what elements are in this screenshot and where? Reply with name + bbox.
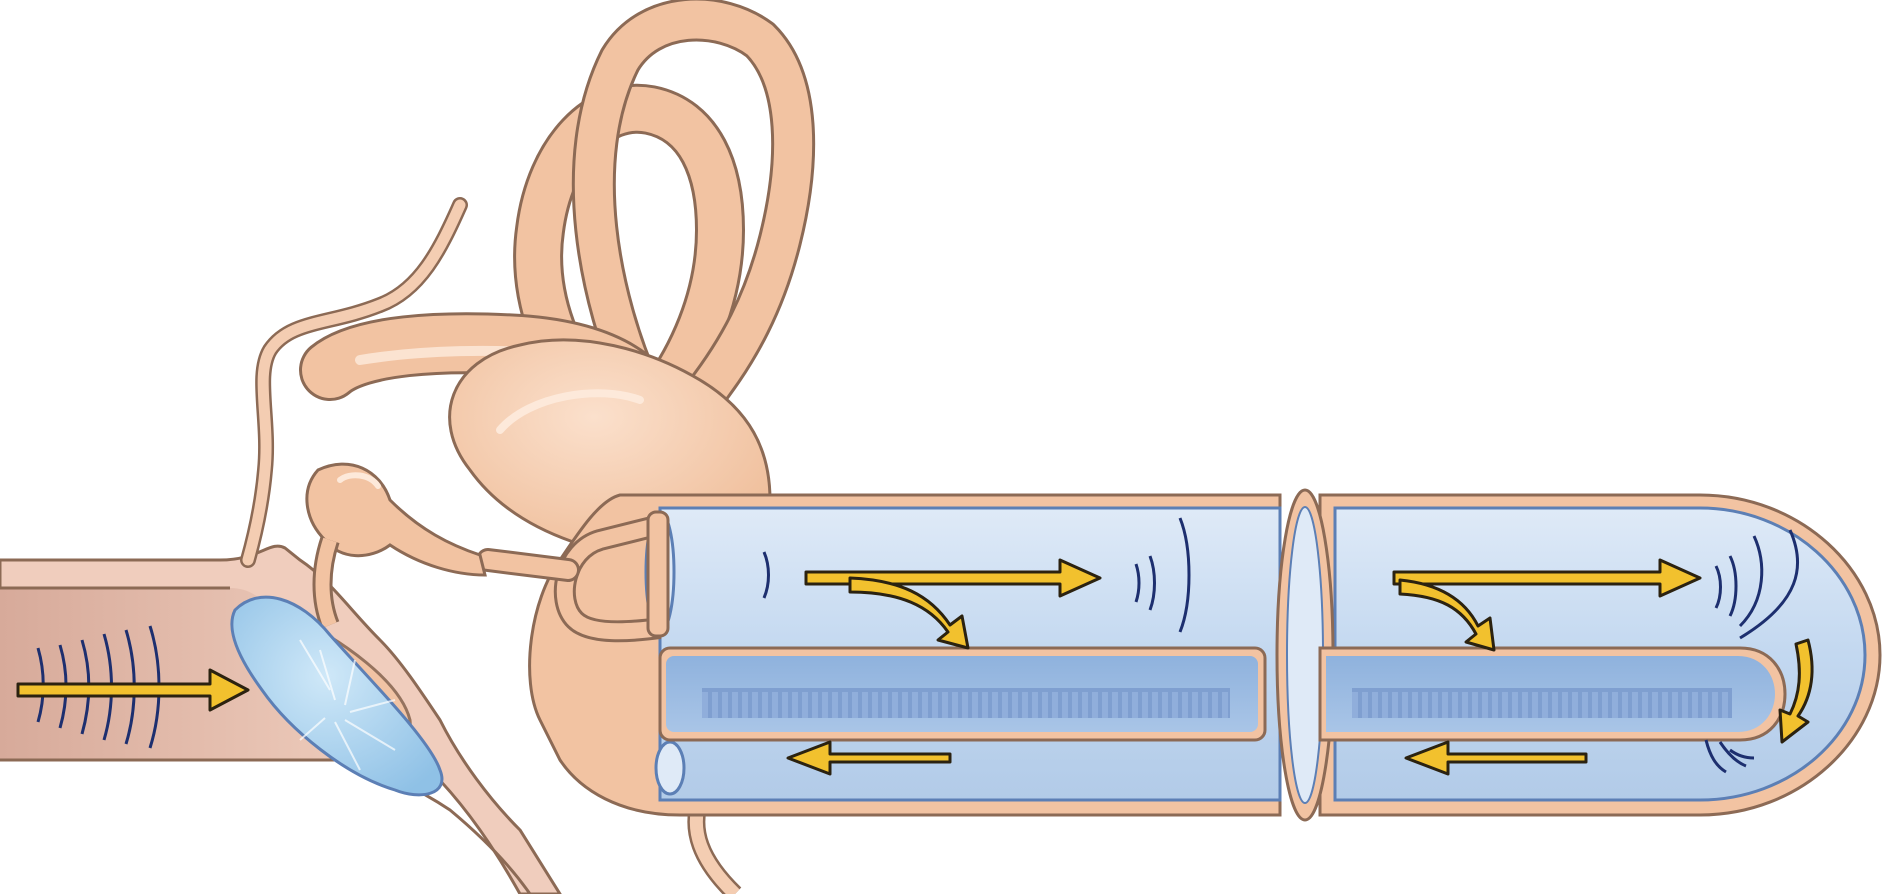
organ-of-corti-right (1352, 688, 1732, 718)
cochlear-duct-left (660, 648, 1265, 740)
cochlear-duct-right (1320, 648, 1785, 740)
organ-of-corti-left (702, 688, 1230, 718)
